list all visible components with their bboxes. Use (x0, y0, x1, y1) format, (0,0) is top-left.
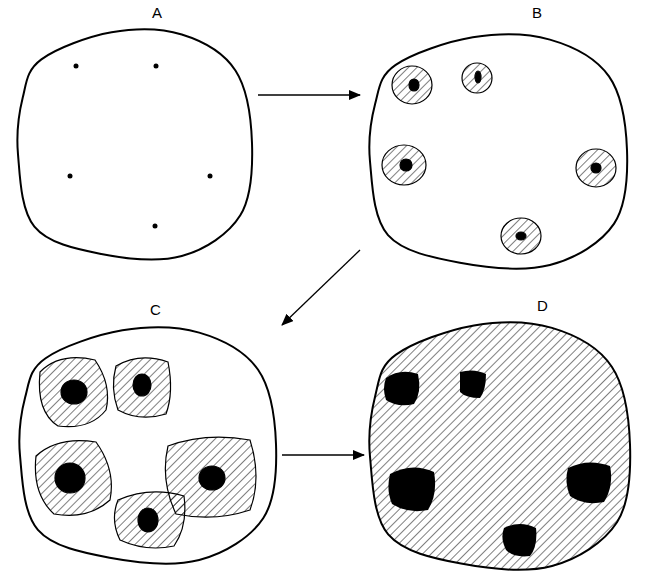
stage-d-nuclei (384, 370, 611, 556)
stage-arrow (258, 94, 360, 95)
panel-letter: C (150, 302, 161, 317)
cell-stage: B (360, 0, 632, 270)
hatched-cytoplasm (369, 322, 630, 569)
cell-stage: A (14, 0, 258, 260)
cell-stage: D (364, 292, 636, 568)
stage-b-regions (382, 63, 616, 254)
cell-outline (14, 296, 282, 564)
cell-outline (14, 0, 258, 260)
stage-a-dots (68, 64, 213, 229)
cell-border (19, 327, 276, 563)
stage-arrow (282, 250, 360, 325)
cell-stage: C (14, 296, 282, 564)
stage-c-regions (35, 358, 256, 548)
panel-letter: B (532, 5, 542, 20)
panel-letter: D (537, 298, 548, 313)
stage-arrow (282, 454, 364, 455)
cell-border (369, 34, 627, 268)
cell-border (17, 29, 252, 259)
cell-outline (360, 0, 632, 270)
panel-letter: A (152, 5, 162, 20)
cell-border (369, 322, 630, 569)
hatched-fill (369, 322, 630, 569)
cell-outline (364, 292, 636, 568)
